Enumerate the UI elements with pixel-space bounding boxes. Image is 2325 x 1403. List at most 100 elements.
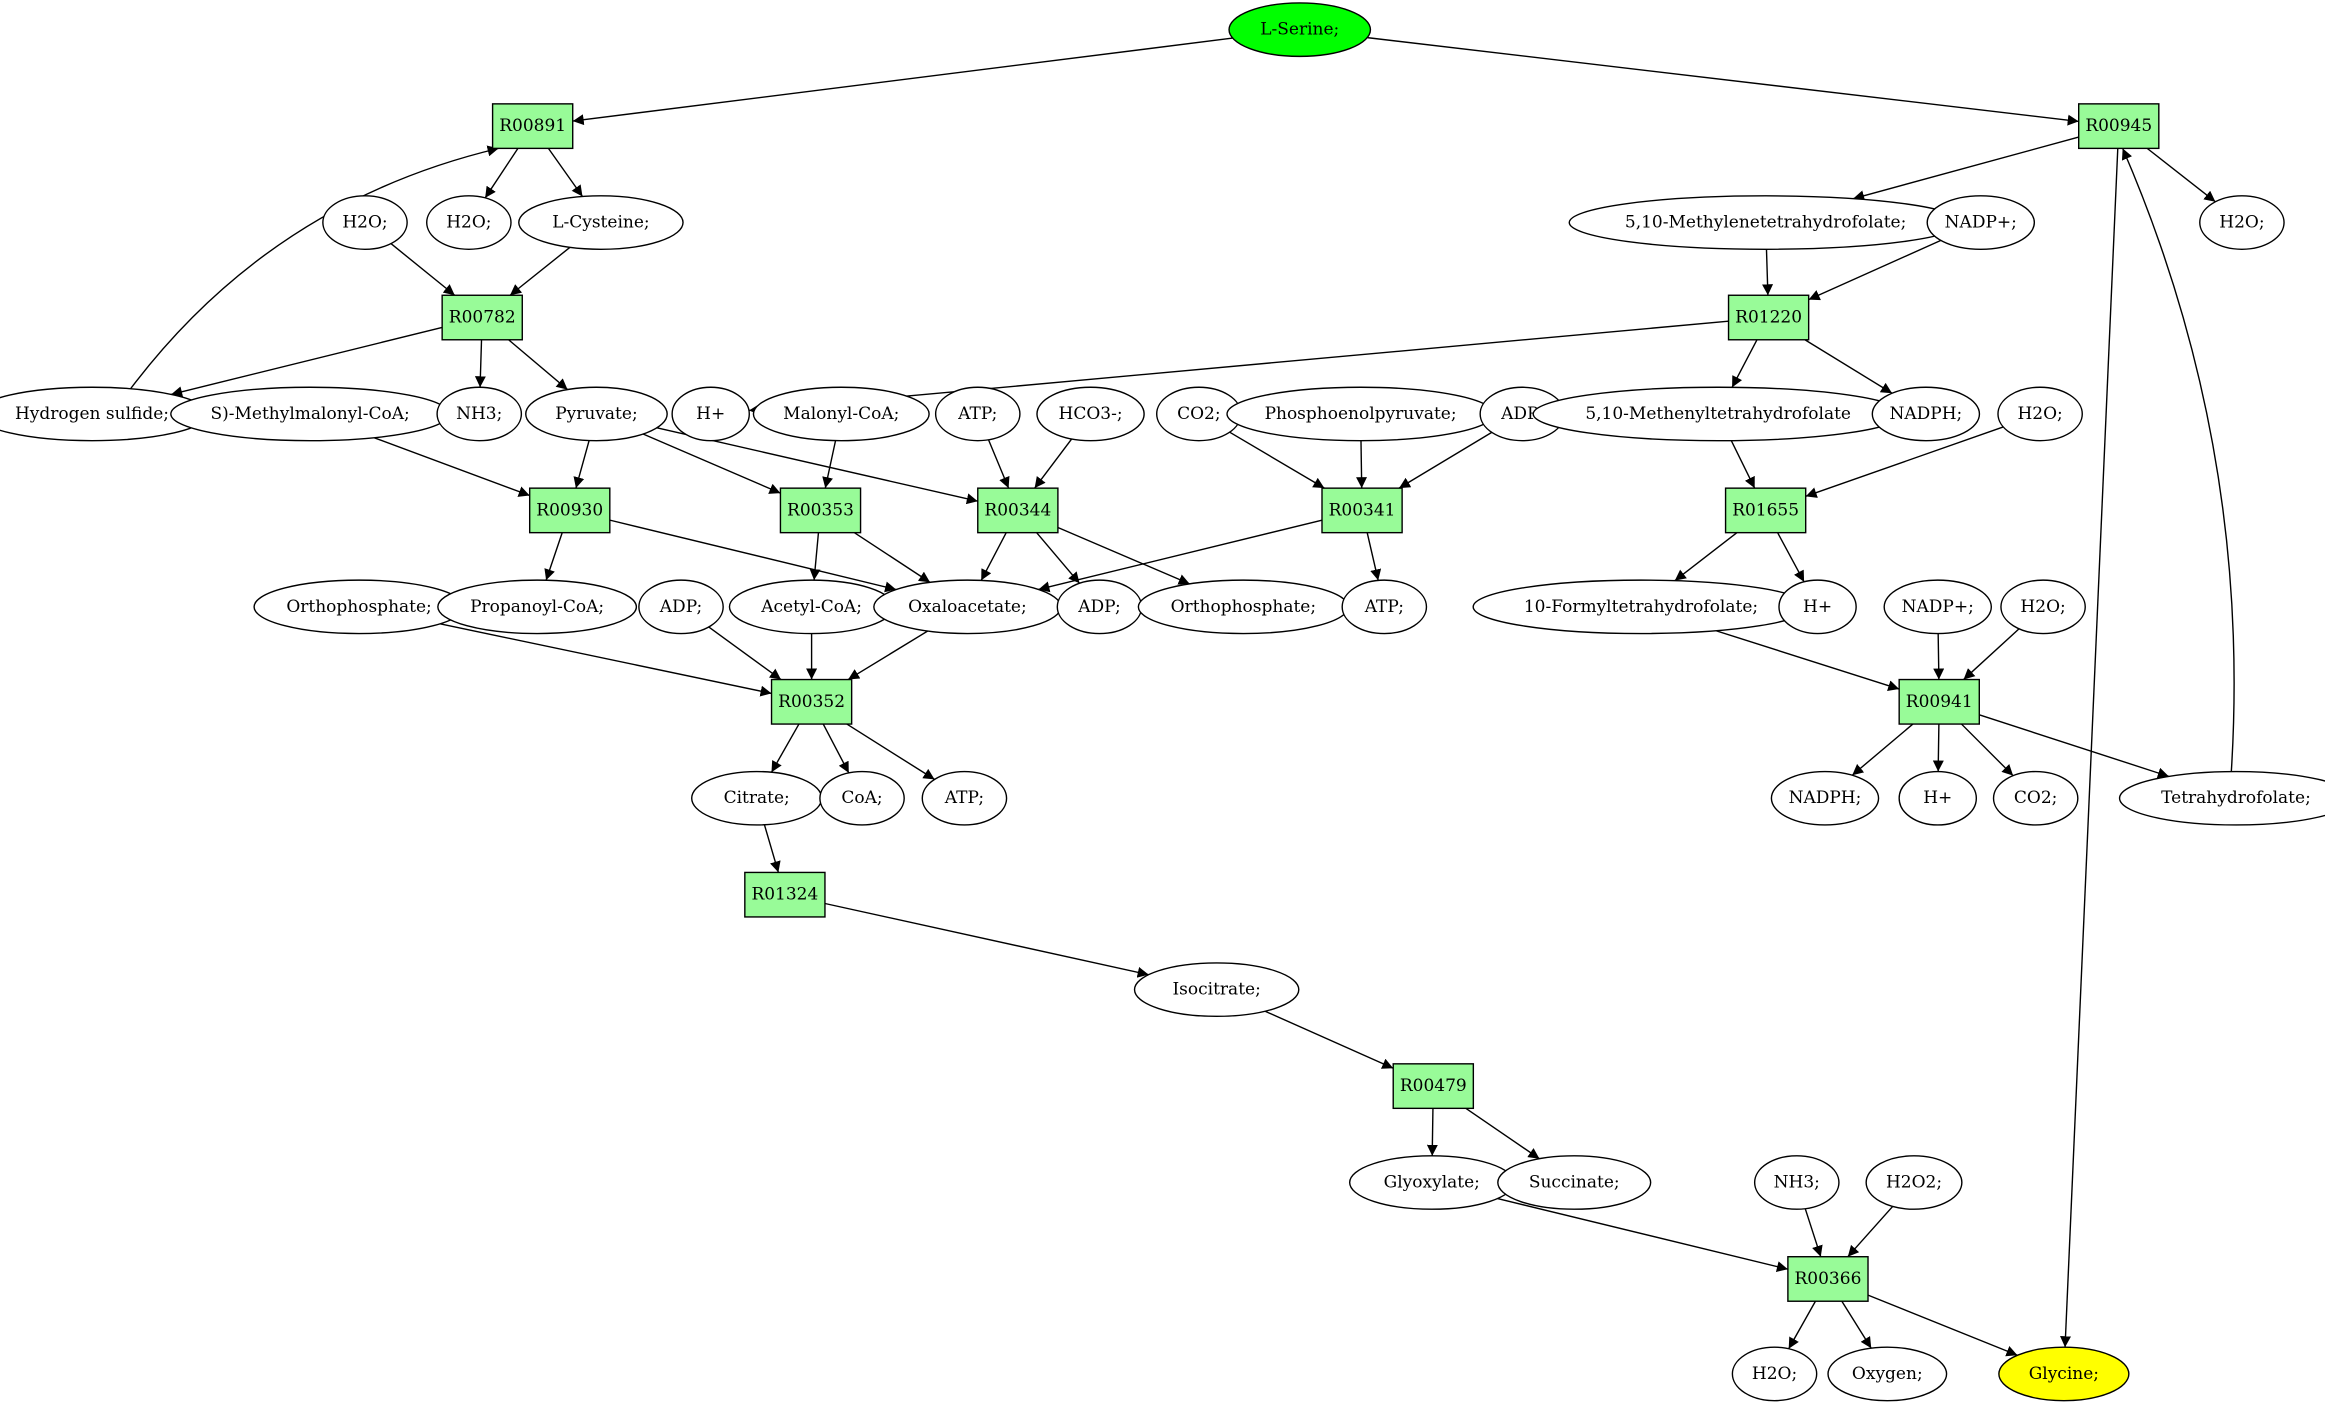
metabolite-node-glycine: Glycine; xyxy=(1998,1346,2130,1402)
metabolite-node-pyruvate: Pyruvate; xyxy=(525,386,668,442)
metabolite-node-nadp_a: NADP+; xyxy=(1926,195,2036,250)
node-label: R00353 xyxy=(787,500,854,520)
metabolite-node-h2o2: H2O2; xyxy=(1865,1155,1963,1210)
reaction-node-r01324: R01324 xyxy=(744,871,826,918)
metabolite-node-h2o_e: H2O; xyxy=(2000,579,2086,635)
metabolite-ellipse xyxy=(2199,195,2285,250)
node-label: Glyoxylate; xyxy=(1384,1173,1480,1193)
node-label: NADPH; xyxy=(1789,788,1862,808)
edge-pyruvate-to-r00353 xyxy=(642,433,781,494)
reaction-box xyxy=(528,487,611,534)
node-label: NADP+; xyxy=(1902,597,1974,617)
node-label: H2O; xyxy=(446,213,491,233)
edge-r00782-to-pyruvate xyxy=(508,339,569,391)
edge-r00945-to-glycine xyxy=(2060,148,2119,1348)
edge-r00945-to-methylenethf xyxy=(1852,136,2079,202)
metabolite-node-coa: CoA; xyxy=(819,770,905,826)
edge-r00479-to-succinate xyxy=(1465,1107,1540,1160)
edge-r00353-to-oxaloacetate xyxy=(854,532,931,583)
metabolite-node-methenylthf: 5,10-Methenyltetrahydrofolate xyxy=(1532,386,1904,442)
node-label: Citrate; xyxy=(724,788,790,808)
metabolite-node-hplus_b: H+ xyxy=(1778,579,1857,635)
edge-methenylthf-to-r01655 xyxy=(1730,440,1756,489)
edge-r00945-to-h2o_c xyxy=(2146,147,2216,203)
metabolite-ellipse xyxy=(436,386,523,442)
metabolite-ellipse xyxy=(2118,770,2325,826)
metabolite-ellipse xyxy=(1778,579,1857,635)
metabolite-node-hplus_c: H+ xyxy=(1898,770,1978,826)
node-label: H2O; xyxy=(342,213,387,233)
node-label: Oxaloacetate; xyxy=(908,597,1027,617)
edge-h2o_d-to-r01655 xyxy=(1805,426,2004,498)
edge-nadp_b-to-r00941 xyxy=(1933,633,1945,680)
edge-r01655-to-hplus_b xyxy=(1777,532,1805,583)
metabolite-ellipse xyxy=(322,195,408,250)
edge-r00782-to-h2s xyxy=(171,326,443,398)
metabolite-ellipse xyxy=(525,386,668,442)
metabolite-node-acetylcoa: Acetyl-CoA; xyxy=(728,579,895,635)
node-label: H2O; xyxy=(2020,597,2065,617)
reaction-node-r00930: R00930 xyxy=(528,487,611,534)
edge-orthophos_a-to-r00352 xyxy=(439,623,772,697)
source-ellipse xyxy=(1228,2,1372,58)
metabolite-node-formylthf: 10-Formyltetrahydrofolate; xyxy=(1472,579,1810,635)
edge-r00352-to-citrate xyxy=(770,723,800,773)
metabolite-node-adp_b: ADP; xyxy=(638,579,724,635)
node-label: NADP+; xyxy=(1945,213,2017,233)
edge-r00782-to-nh3_a xyxy=(474,339,486,388)
metabolite-node-co2_b: CO2; xyxy=(1992,770,2079,826)
metabolite-node-h2o_d: H2O; xyxy=(1997,386,2083,442)
metabolite-node-pep: Phosphoenolpyruvate; xyxy=(1226,386,1495,442)
metabolite-ellipse xyxy=(518,195,684,250)
reaction-box xyxy=(1321,487,1403,534)
node-label: R01655 xyxy=(1732,500,1799,520)
node-label: H+ xyxy=(1923,788,1952,808)
reaction-node-r01655: R01655 xyxy=(1724,487,1807,534)
node-label: H2O2; xyxy=(1886,1173,1942,1193)
metabolite-node-thf: Tetrahydrofolate; xyxy=(2118,770,2325,826)
node-label: R00344 xyxy=(984,500,1051,520)
edge-r00366-to-glycine xyxy=(1867,1294,2018,1357)
edge-nadp_a-to-r01220 xyxy=(1808,239,1942,301)
edge-r00891-to-h2o_b xyxy=(484,147,519,199)
reaction-node-r00344: R00344 xyxy=(977,487,1059,534)
metabolite-node-atp_b: ATP; xyxy=(1341,579,1428,635)
metabolite-node-h2o_c: H2O; xyxy=(2199,195,2285,250)
metabolite-ellipse xyxy=(921,770,1008,826)
reaction-box xyxy=(977,487,1059,534)
metabolite-ellipse xyxy=(1770,770,1880,826)
metabolite-ellipse xyxy=(426,195,512,250)
metabolite-node-hco3: HCO3-; xyxy=(1036,386,1145,442)
node-label: NADPH; xyxy=(1889,404,1962,424)
metabolite-node-nadph_b: NADPH; xyxy=(1770,770,1880,826)
edge-l_cysteine-to-r00782 xyxy=(509,246,571,296)
node-label: 5,10-Methylenetetrahydrofolate; xyxy=(1625,213,1906,233)
reaction-node-r00945: R00945 xyxy=(2078,103,2160,150)
metabolite-node-nadph_a: NADPH; xyxy=(1871,386,1981,442)
edge-atp_a-to-r00344 xyxy=(987,439,1010,489)
metabolite-ellipse xyxy=(752,386,930,442)
reaction-box xyxy=(2078,103,2160,150)
metabolite-ellipse xyxy=(819,770,905,826)
edge-r00891-to-l_cysteine xyxy=(547,147,584,197)
edge-malonyl-to-r00353 xyxy=(822,440,837,489)
node-label: CoA; xyxy=(841,788,882,808)
metabolite-ellipse xyxy=(638,579,724,635)
metabolite-node-propanoyl: Propanoyl-CoA; xyxy=(437,579,638,635)
edge-adp_b-to-r00352 xyxy=(708,626,782,681)
metabolite-ellipse xyxy=(1133,962,1300,1018)
node-label: R00341 xyxy=(1329,500,1396,520)
node-label: R00891 xyxy=(499,116,566,136)
metabolite-node-nh3_b: NH3; xyxy=(1753,1155,1840,1210)
node-label: CO2; xyxy=(1177,404,1221,424)
edge-r00479-to-glyoxylate xyxy=(1426,1108,1438,1156)
reaction-box xyxy=(744,871,826,918)
metabolite-ellipse xyxy=(437,579,638,635)
edge-r01220-to-nadph_a xyxy=(1804,339,1893,394)
edge-r00344-to-orthophos_b xyxy=(1057,526,1190,585)
metabolite-node-succinate: Succinate; xyxy=(1497,1155,1652,1210)
metabolite-node-hplus_a: H+ xyxy=(671,386,750,442)
node-label: CO2; xyxy=(2014,788,2058,808)
